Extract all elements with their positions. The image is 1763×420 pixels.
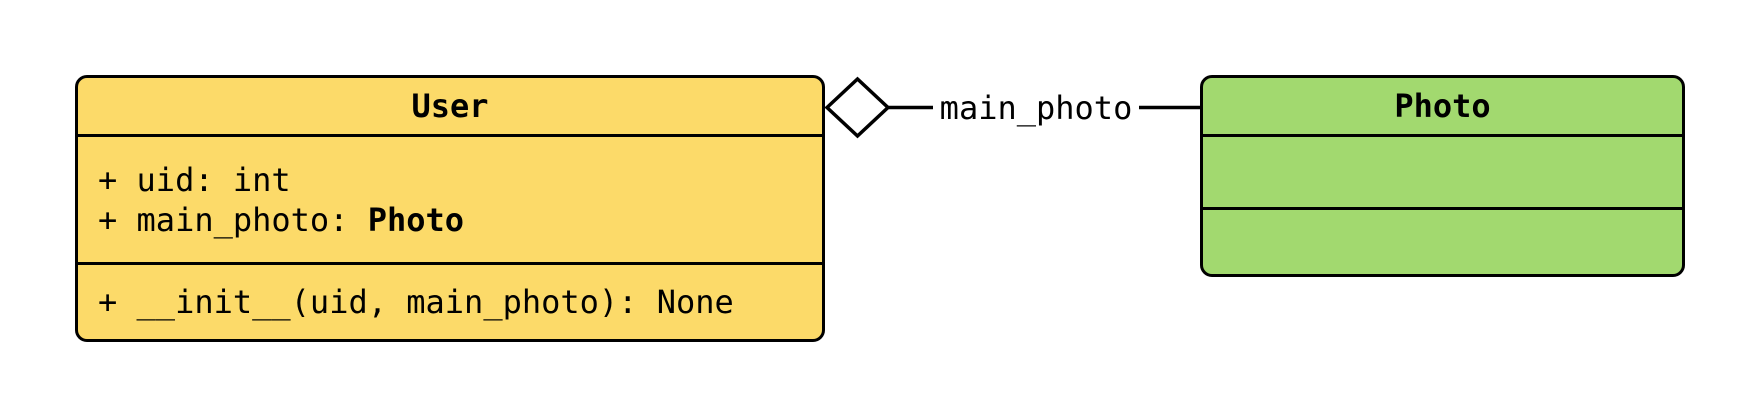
photo-attributes-compartment xyxy=(1203,137,1682,210)
class-title-photo: Photo xyxy=(1203,78,1682,137)
class-node-photo: Photo xyxy=(1200,75,1685,277)
attribute-row: + main_photo: Photo xyxy=(98,200,822,240)
method-text: + __init__(uid, main_photo): None xyxy=(98,283,734,321)
class-title-user: User xyxy=(78,78,822,137)
attribute-row: + uid: int xyxy=(98,160,822,200)
attribute-text: + main_photo: xyxy=(98,200,368,239)
aggregation-diamond-icon xyxy=(824,76,891,139)
class-node-user: User + uid: int + main_photo: Photo + __… xyxy=(75,75,825,342)
relationship-label: main_photo xyxy=(939,89,1133,127)
photo-methods-compartment xyxy=(1203,210,1682,274)
attribute-type-bold: Photo xyxy=(367,200,465,239)
method-row: + __init__(uid, main_photo): None xyxy=(98,282,822,322)
attribute-text: + uid: int xyxy=(98,160,291,199)
user-methods-compartment: + __init__(uid, main_photo): None xyxy=(78,265,822,339)
user-attributes-compartment: + uid: int + main_photo: Photo xyxy=(78,137,822,265)
